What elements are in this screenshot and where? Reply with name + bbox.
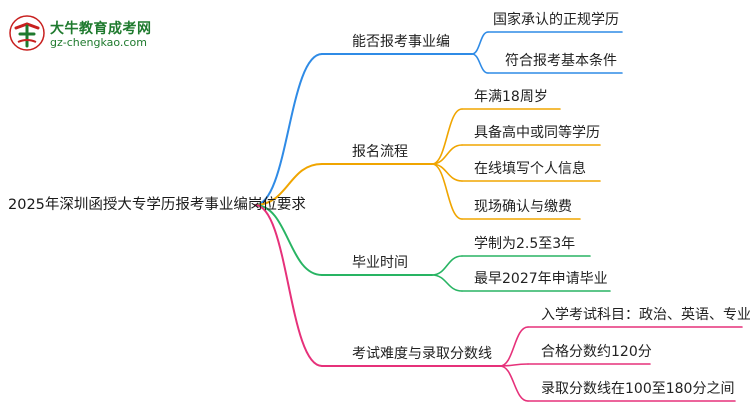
branch-to-leaf-connector (471, 53, 489, 74)
leaf-earliest-grad: 最早2027年申请毕业 (474, 271, 608, 287)
branch-to-leaf-connector (471, 31, 489, 55)
branch-registration-process: 报名流程 (352, 144, 408, 160)
brand-url: gz-chengkao.com (50, 36, 147, 49)
root-topic: 2025年深圳函授大专学历报考事业编岗位要求 (8, 197, 306, 213)
branch-to-leaf-connector (431, 108, 463, 165)
leaf-duration: 学制为2.5至3年 (474, 236, 576, 252)
leaf-admission-range: 录取分数线在100至180分之间 (541, 381, 735, 397)
niu-logo-icon (9, 15, 45, 51)
branch-graduation-time: 毕业时间 (352, 255, 408, 271)
branch-to-leaf-connector (431, 274, 463, 292)
leaf-high-school: 具备高中或同等学历 (474, 125, 600, 141)
brand-logo: 大牛教育成考网 gz-chengkao.com (8, 14, 178, 54)
branch-to-leaf-connector (499, 326, 529, 367)
brand-name: 大牛教育成考网 (50, 21, 152, 37)
branch-exam-difficulty: 考试难度与录取分数线 (352, 346, 492, 362)
root-to-branch-connector (254, 204, 323, 367)
branch-eligibility: 能否报考事业编 (352, 34, 450, 50)
branch-to-leaf-connector (431, 163, 463, 220)
leaf-age-18: 年满18周岁 (474, 89, 548, 105)
leaf-online-info: 在线填写个人信息 (474, 161, 586, 177)
leaf-recognized-degree: 国家承认的正规学历 (493, 12, 619, 28)
leaf-onsite-confirm: 现场确认与缴费 (474, 199, 572, 215)
root-to-branch-connector (254, 204, 323, 276)
root-to-branch-connector (254, 163, 323, 206)
leaf-exam-subjects: 入学考试科目：政治、英语、专业基础 (541, 307, 750, 323)
root-to-branch-connector (254, 53, 323, 206)
branch-to-leaf-connector (431, 144, 463, 165)
branch-to-leaf-connector (431, 255, 463, 276)
leaf-basic-conditions: 符合报考基本条件 (505, 53, 617, 69)
leaf-pass-score: 合格分数约120分 (541, 344, 652, 360)
branch-to-leaf-connector (499, 365, 529, 402)
